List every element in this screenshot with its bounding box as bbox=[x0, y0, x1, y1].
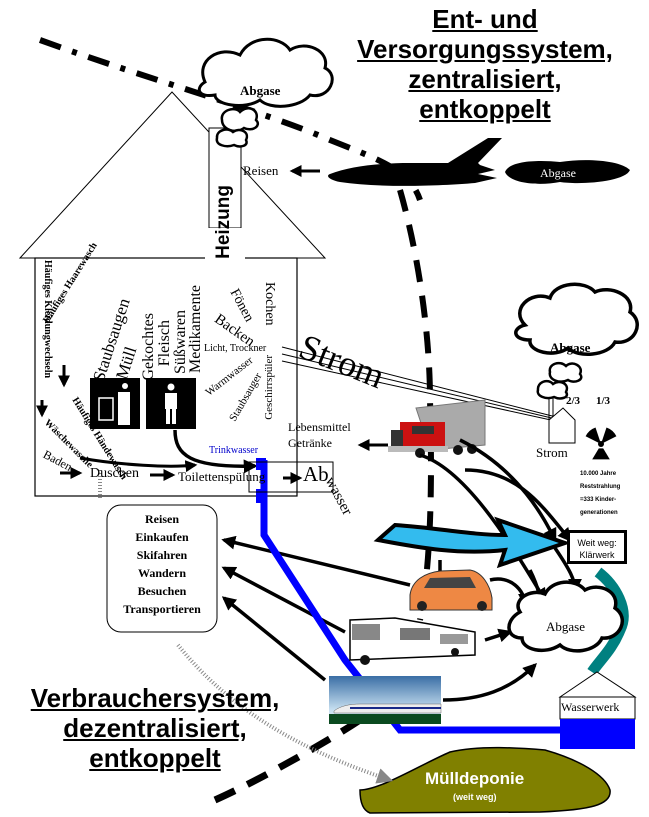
abgase-house-label: Abgase bbox=[240, 83, 281, 98]
title-supply-system: Ent- und Versorgungssystem, zentralisier… bbox=[335, 4, 635, 124]
strom-plant-label: Strom bbox=[536, 445, 568, 460]
muelldeponie-label: Mülldeponie bbox=[425, 769, 525, 788]
flight-path bbox=[38, 37, 423, 202]
nuclear-note-line: generationen bbox=[580, 510, 618, 516]
waste-path bbox=[98, 470, 390, 780]
food-medikamente: Medikamente bbox=[187, 285, 204, 373]
klaerwerk-line: Klärwerk bbox=[579, 550, 615, 560]
activity-item: Skifahren bbox=[136, 548, 188, 562]
title-line: entkoppelt bbox=[89, 743, 221, 773]
food-gekochtes: Gekochtes bbox=[140, 313, 157, 381]
title-line: zentralisiert, bbox=[408, 64, 562, 94]
abgase-plane-label: Abgase bbox=[540, 166, 576, 180]
nuclear-note: 10.000 Jahre Reststrahlung =333 Kinder- … bbox=[580, 468, 620, 520]
flow-arrows bbox=[173, 429, 582, 702]
use-geschirrspueler: Geschirrspüler bbox=[263, 355, 275, 420]
power-lines bbox=[281, 346, 561, 423]
abwasser-arrow bbox=[373, 516, 572, 569]
title-line: dezentralisiert, bbox=[63, 713, 247, 743]
title-line: Versorgungssystem, bbox=[357, 34, 613, 64]
nuclear-note-line: Reststrahlung bbox=[580, 484, 621, 490]
water-pipe bbox=[256, 458, 605, 734]
abwasser-ab: Ab bbox=[303, 462, 329, 486]
fraction-two-thirds: 2/3 bbox=[566, 395, 581, 407]
house bbox=[18, 91, 327, 497]
airplane bbox=[328, 138, 630, 186]
getraenke-label: Getränke bbox=[288, 436, 332, 450]
activity-item: Transportieren bbox=[123, 602, 201, 616]
trinkwasser-label: Trinkwasser bbox=[209, 445, 259, 456]
heizung-label: Heizung bbox=[213, 185, 234, 259]
abgase-plant-label: Abgase bbox=[550, 340, 591, 355]
activity-duschen: Duschen bbox=[90, 466, 139, 481]
title-line: Verbrauchersystem, bbox=[30, 683, 280, 713]
trash-icon bbox=[90, 378, 140, 429]
truck-route bbox=[397, 189, 434, 621]
cloud-abgase-house bbox=[197, 37, 334, 148]
transport-route bbox=[213, 717, 362, 804]
reisen-arrow-label: Reisen bbox=[243, 163, 279, 178]
activities-list: Reisen Einkaufen Skifahren Wandern Besuc… bbox=[107, 510, 217, 618]
wasserwerk-building bbox=[558, 671, 637, 749]
activity-item: Einkaufen bbox=[135, 530, 189, 544]
fraction-one-third: 1/3 bbox=[596, 395, 611, 407]
bus bbox=[349, 617, 476, 665]
power-plant bbox=[548, 398, 576, 444]
landfill bbox=[359, 746, 611, 814]
abgase-vehicles-label: Abgase bbox=[546, 619, 585, 634]
car bbox=[409, 569, 493, 611]
radiation-icon bbox=[585, 427, 617, 460]
muelldeponie-sub-label: (weit weg) bbox=[453, 792, 497, 802]
train-image bbox=[329, 676, 442, 724]
activity-kleidung: Häufiges Kleidungwechseln bbox=[42, 260, 53, 379]
truck bbox=[388, 399, 486, 458]
cloud-abgase-vehicles bbox=[507, 580, 624, 653]
lebensmittel-label: Lebensmittel bbox=[288, 420, 351, 434]
food-fleisch: Fleisch bbox=[156, 320, 173, 367]
klaerwerk-line: Weit weg: bbox=[577, 538, 617, 548]
title-line: Ent- und bbox=[432, 4, 538, 34]
activity-item: Wandern bbox=[137, 566, 186, 580]
nuclear-note-line: =333 Kinder- bbox=[580, 497, 617, 503]
activity-item: Besuchen bbox=[137, 584, 187, 598]
use-kochen: Kochen bbox=[262, 282, 277, 326]
klaerwerk-box: Weit weg: Klärwerk bbox=[567, 530, 627, 564]
activity-item: Reisen bbox=[145, 512, 179, 526]
title-line: entkoppelt bbox=[419, 94, 551, 124]
use-licht: Licht, Trockner bbox=[204, 343, 267, 354]
activity-toilettenspuelung: Toilettenspülung bbox=[178, 469, 266, 484]
person-icon bbox=[146, 378, 196, 429]
abwasser-box bbox=[248, 461, 334, 493]
cloud-abgase-plant bbox=[514, 282, 639, 400]
activities-box bbox=[106, 504, 218, 633]
title-consumer-system: Verbrauchersystem, dezentralisiert, entk… bbox=[10, 683, 300, 773]
nuclear-note-line: 10.000 Jahre bbox=[580, 471, 617, 477]
wasserwerk-label: Wasserwerk bbox=[561, 700, 620, 714]
